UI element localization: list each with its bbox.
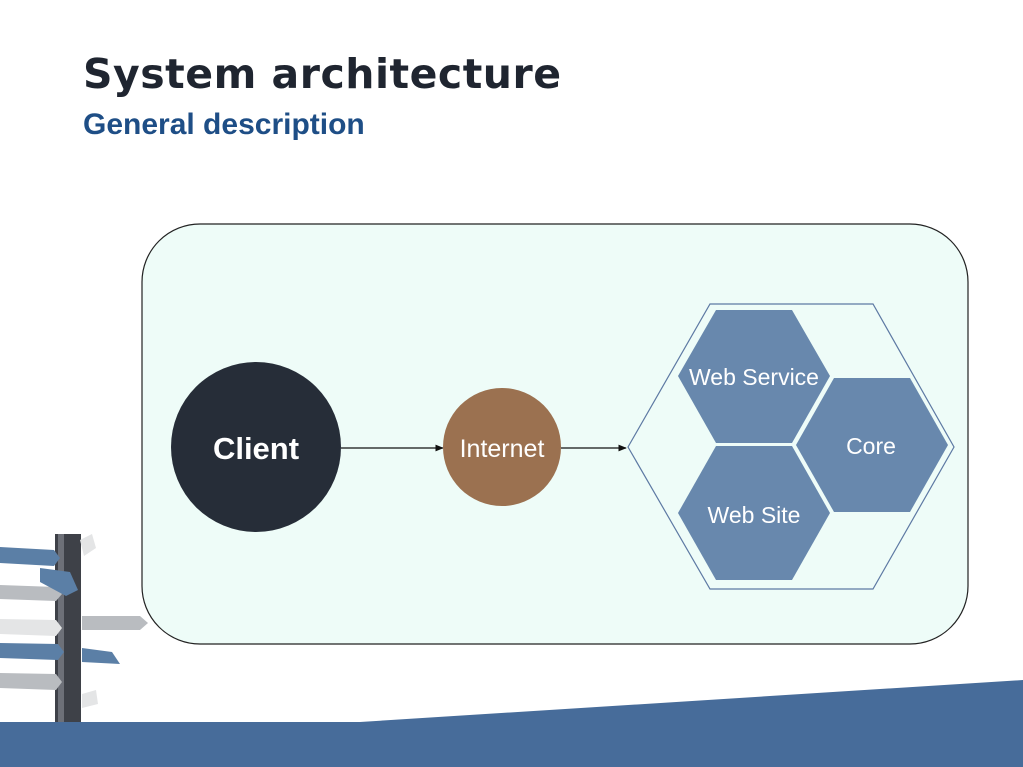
internet-circle [443, 388, 561, 506]
bottom-band [0, 680, 1023, 767]
web-site-hexagon [678, 446, 830, 580]
web-service-label: Web Service [689, 364, 819, 390]
signpost-icon [0, 534, 148, 722]
web-site-label: Web Site [708, 502, 801, 528]
client-node: Client [171, 362, 341, 532]
client-circle [171, 362, 341, 532]
web-service-hexagon [678, 310, 830, 443]
internet-label: Internet [460, 435, 545, 463]
core-node: Core [796, 378, 948, 512]
web-site-node: Web Site [678, 446, 830, 580]
slide-title: System architecture [83, 50, 562, 98]
web-service-node: Web Service [678, 310, 830, 443]
slide-subtitle: General description [83, 108, 365, 141]
client-label: Client [213, 431, 299, 466]
server-outline-hexagon [627, 303, 955, 590]
core-label: Core [846, 433, 896, 459]
server-group: Web Service Web Site Core [627, 303, 955, 590]
core-hexagon [796, 378, 948, 512]
internet-node: Internet [443, 388, 561, 506]
